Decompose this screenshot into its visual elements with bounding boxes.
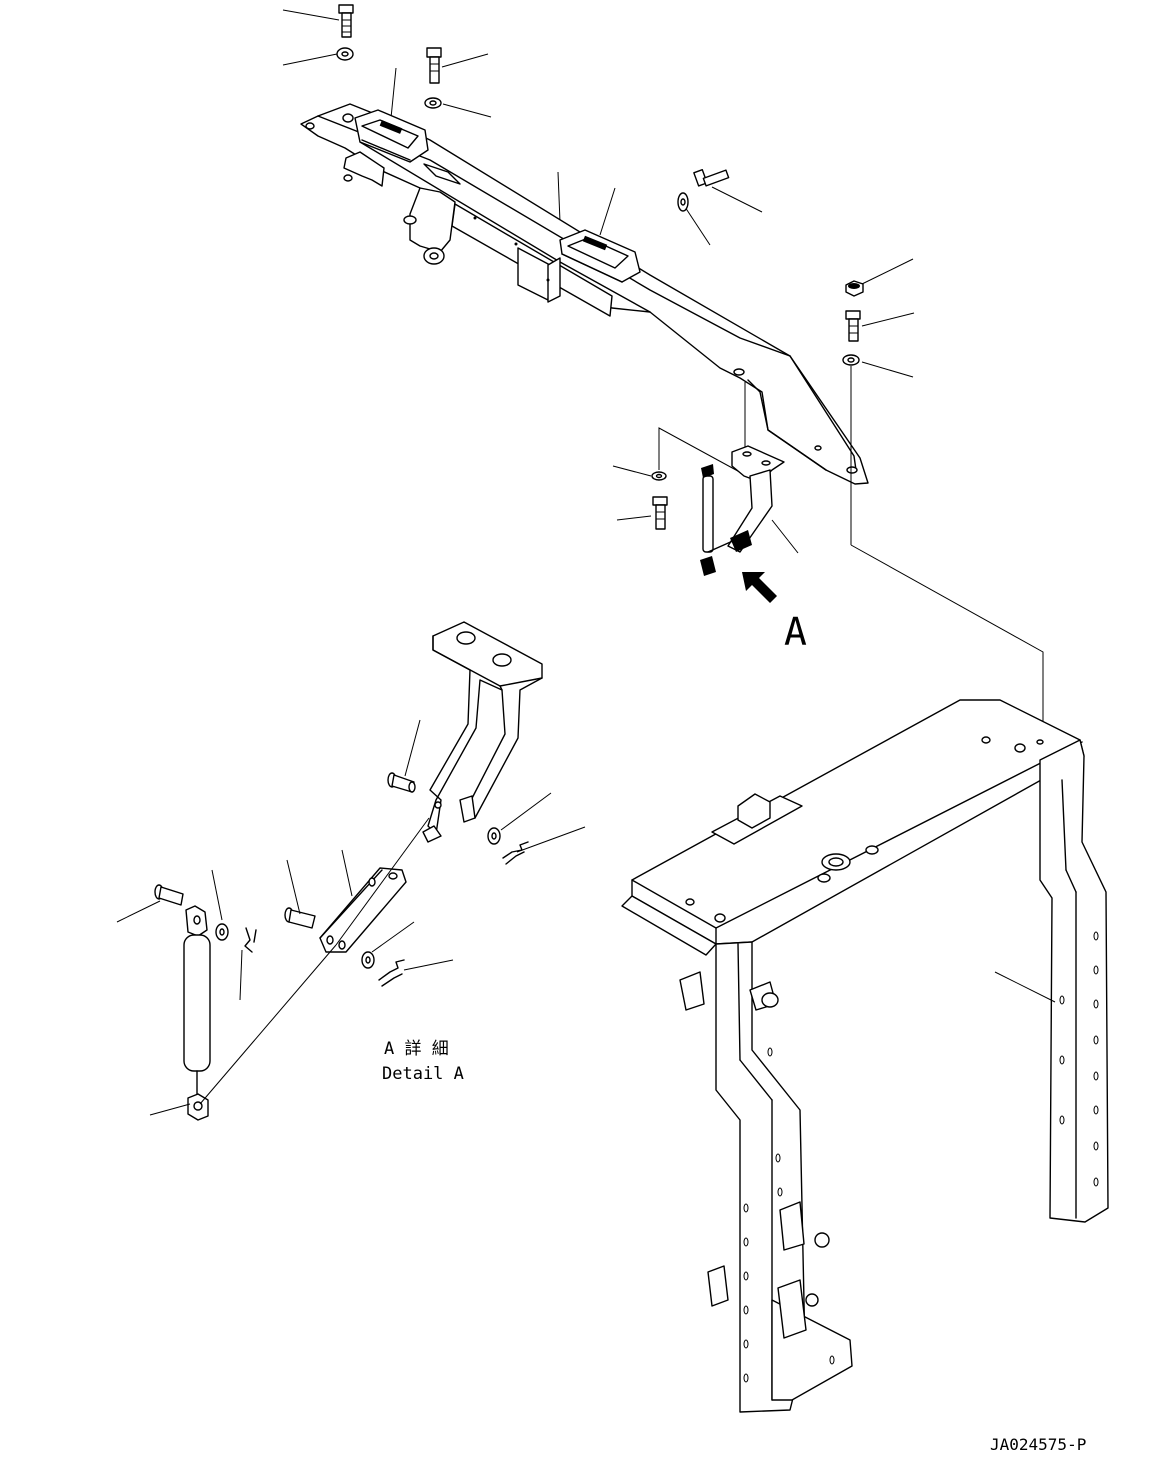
detail-clip-lower [378, 959, 405, 987]
detail-washer-upper [487, 827, 501, 845]
detail-washer-lower [361, 951, 375, 969]
detail-clip-upper [502, 841, 529, 865]
latch-pad-right [559, 229, 641, 283]
washer-damper [651, 471, 667, 481]
detail-gas-spring [154, 884, 211, 1121]
guide-line-to-frame [850, 544, 1044, 740]
washer-upper-right [677, 192, 689, 212]
bolt-damper [652, 496, 668, 530]
view-arrow-icon [742, 572, 777, 603]
bolt-top-mid [426, 47, 442, 84]
washer-top-left [336, 47, 354, 61]
drawing-number: JA024575-P [990, 1435, 1086, 1454]
washer-top-mid [424, 97, 442, 109]
detail-leader-lines [116, 719, 586, 1116]
detail-washer-spring [215, 923, 229, 941]
detail-clip-spring [244, 927, 257, 953]
detail-pin-lower [284, 907, 316, 929]
guide-line-damper [658, 427, 748, 477]
nut-right [845, 280, 864, 297]
view-label: A [784, 610, 807, 654]
latch-pad-left [354, 109, 429, 163]
detail-title-jp: A 詳 細 [384, 1039, 449, 1059]
washer-right [842, 354, 860, 366]
roll-frame [621, 699, 1109, 1413]
bolt-right [845, 310, 861, 342]
damper-assembly-small [700, 445, 785, 576]
detail-pin-upper [387, 772, 416, 793]
pillar-holes [743, 931, 1099, 1383]
detail-title-en: Detail A [382, 1064, 464, 1084]
upper-beam [300, 103, 869, 485]
bolt-upper-right [693, 169, 730, 187]
leader-lines-top [282, 9, 915, 554]
leader-frame [994, 971, 1056, 1003]
detail-bracket [422, 621, 543, 843]
detail-link-arm [319, 867, 407, 953]
bolt-top-left [338, 4, 354, 38]
